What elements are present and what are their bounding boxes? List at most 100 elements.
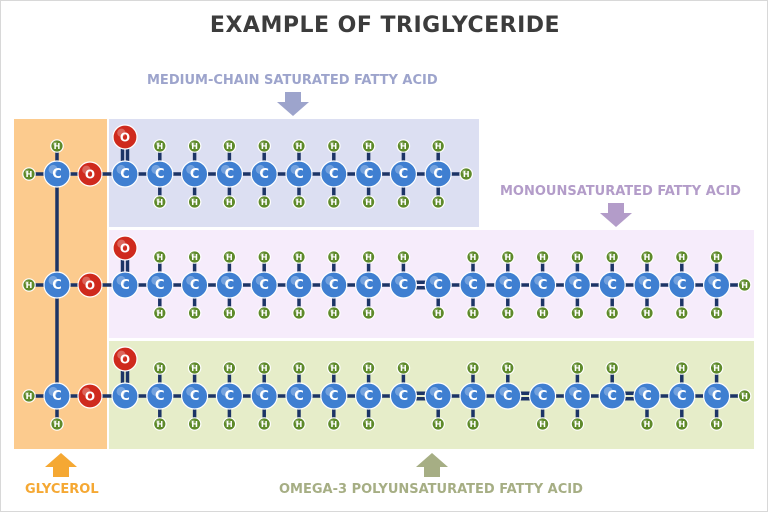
carbon-atom-shine bbox=[603, 275, 613, 286]
hydrogen-atom-symbol: H bbox=[365, 420, 372, 429]
hydrogen-atom-symbol: H bbox=[261, 309, 268, 318]
carbon-atom: C bbox=[633, 271, 661, 299]
monounsaturated-label: MONOUNSATURATED FATTY ACID bbox=[500, 184, 741, 199]
hydrogen-atom-symbol: H bbox=[296, 309, 303, 318]
hydrogen-atom-circle bbox=[326, 361, 341, 375]
carbon-atom: C bbox=[250, 160, 278, 188]
hydrogen-atom: H bbox=[396, 361, 411, 375]
hydrogen-atom-shine bbox=[503, 363, 509, 368]
hydrogen-atom-shine bbox=[608, 308, 613, 313]
hydrogen-atom: H bbox=[153, 361, 167, 375]
hydrogen-atom-symbol: H bbox=[435, 420, 442, 429]
hydrogen-atom: H bbox=[500, 361, 515, 375]
hydrogen-atom-shine bbox=[190, 308, 195, 313]
carbon-atom-shine bbox=[325, 164, 335, 174]
hydrogen-atom-symbol: H bbox=[296, 420, 303, 429]
oxygen-atom-symbol: O bbox=[85, 390, 95, 404]
medium-chain-label: MEDIUM-CHAIN SATURATED FATTY ACID bbox=[147, 73, 438, 88]
hydrogen-atom-circle bbox=[535, 306, 550, 320]
hydrogen-atom-circle bbox=[361, 306, 376, 320]
hydrogen-atom: H bbox=[326, 250, 341, 264]
carbon-atom-circle bbox=[494, 271, 522, 299]
hydrogen-atom-circle bbox=[326, 195, 341, 209]
hydrogen-atom: H bbox=[326, 195, 341, 209]
hydrogen-atom-symbol: H bbox=[365, 253, 372, 262]
hydrogen-atom-circle bbox=[709, 361, 724, 375]
hydrogen-atom-circle bbox=[570, 417, 585, 431]
carbon-atom: C bbox=[668, 271, 696, 299]
hydrogen-atom-symbol: H bbox=[261, 420, 268, 429]
hydrogen-atom-circle bbox=[153, 306, 167, 320]
hydrogen-atom: H bbox=[257, 195, 271, 209]
hydrogen-atom-shine bbox=[712, 308, 717, 313]
hydrogen-atom-shine bbox=[399, 252, 404, 257]
carbon-atom-symbol: C bbox=[364, 389, 374, 404]
hydrogen-atom-symbol: H bbox=[678, 253, 685, 262]
carbon-atom-symbol: C bbox=[294, 167, 304, 182]
carbon-atom-symbol: C bbox=[259, 389, 269, 404]
hydrogen-atom: H bbox=[22, 389, 36, 403]
hydrogen-atom-symbol: H bbox=[261, 198, 268, 207]
carbon-atom: C bbox=[389, 382, 417, 410]
carbon-atom-circle bbox=[389, 160, 417, 188]
hydrogen-atom-circle bbox=[640, 306, 654, 320]
hydrogen-atom-symbol: H bbox=[365, 142, 372, 151]
carbon-atom-symbol: C bbox=[120, 167, 130, 182]
hydrogen-atom-symbol: H bbox=[678, 309, 685, 318]
oxygen-atom-symbol: O bbox=[85, 279, 95, 293]
carbon-atom: C bbox=[598, 271, 626, 299]
hydrogen-atom: H bbox=[257, 306, 271, 320]
hydrogen-atom-circle bbox=[640, 250, 654, 264]
hydrogen-atom-symbol: H bbox=[400, 364, 407, 373]
hydrogen-atom-symbol: H bbox=[365, 198, 372, 207]
carbon-atom-symbol: C bbox=[642, 389, 652, 404]
hydrogen-atom: H bbox=[459, 167, 473, 181]
carbon-atom: C bbox=[633, 382, 661, 410]
hydrogen-atom: H bbox=[431, 306, 445, 320]
carbon-atom-circle bbox=[250, 271, 278, 299]
hydrogen-atom-circle bbox=[674, 361, 689, 375]
carbon-atom: C bbox=[598, 382, 626, 410]
hydrogen-atom: H bbox=[674, 250, 689, 264]
carbon-atom-circle bbox=[355, 271, 383, 299]
hydrogen-atom: H bbox=[737, 278, 752, 292]
carbon-atom-symbol: C bbox=[52, 278, 62, 293]
carbon-atom: C bbox=[320, 271, 348, 299]
carbon-atom-circle bbox=[633, 271, 661, 299]
hydrogen-atom-shine bbox=[364, 308, 369, 313]
hydrogen-atom-symbol: H bbox=[330, 364, 337, 373]
hydrogen-atom-shine bbox=[225, 141, 230, 146]
carbon-atom: C bbox=[285, 382, 313, 410]
carbon-atom: C bbox=[702, 271, 731, 299]
carbon-atom-symbol: C bbox=[329, 278, 339, 293]
hydrogen-atom-symbol: H bbox=[191, 364, 198, 373]
hydrogen-atom-symbol: H bbox=[261, 142, 268, 151]
carbon-atom-circle bbox=[146, 382, 174, 410]
hydrogen-atom-circle bbox=[187, 250, 202, 264]
hydrogen-atom: H bbox=[570, 306, 585, 320]
carbon-atom: C bbox=[355, 160, 383, 188]
oxygen-atom-shine bbox=[82, 165, 91, 174]
hydrogen-atom-symbol: H bbox=[644, 309, 651, 318]
hydrogen-atom-shine bbox=[294, 141, 300, 146]
hydrogen-atom-shine bbox=[155, 363, 161, 368]
carbon-atom-symbol: C bbox=[294, 389, 304, 404]
hydrogen-atom-symbol: H bbox=[713, 420, 720, 429]
hydrogen-atom: H bbox=[326, 139, 341, 153]
carbon-atom-symbol: C bbox=[155, 389, 165, 404]
carbon-atom-shine bbox=[360, 386, 370, 397]
carbon-atom-symbol: C bbox=[329, 389, 339, 404]
hydrogen-atom-circle bbox=[153, 361, 167, 375]
hydrogen-atom: H bbox=[153, 250, 167, 264]
carbon-atom-symbol: C bbox=[712, 389, 722, 404]
carbon-atom-symbol: C bbox=[573, 389, 583, 404]
oxygen-atom-symbol: O bbox=[120, 353, 130, 367]
carbon-atom: C bbox=[459, 271, 487, 299]
hydrogen-atom-symbol: H bbox=[191, 253, 198, 262]
hydrogen-atom-circle bbox=[570, 306, 585, 320]
hydrogen-atom-circle bbox=[222, 417, 237, 431]
hydrogen-atom-shine bbox=[642, 252, 648, 257]
hydrogen-atom: H bbox=[50, 417, 64, 431]
oxygen-atom: O bbox=[112, 124, 138, 150]
